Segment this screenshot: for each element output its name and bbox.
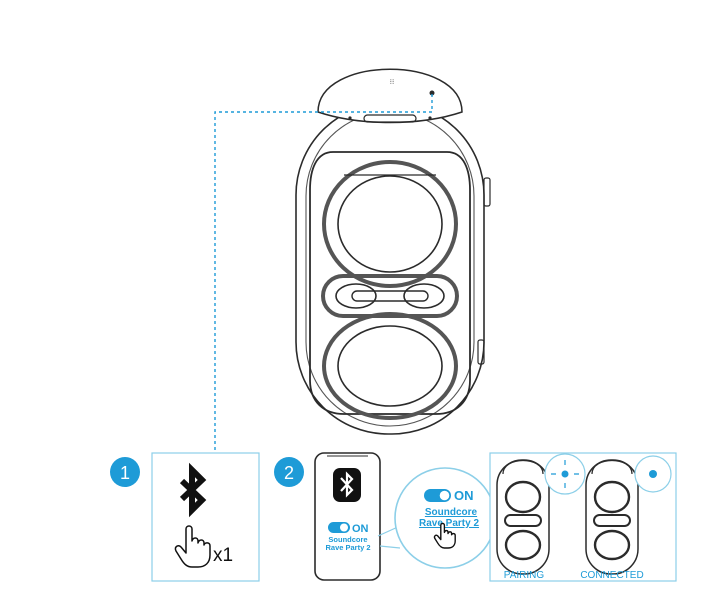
phone-device-name-line1: Soundcore (328, 535, 367, 544)
upper-woofer (322, 160, 458, 288)
pairing-speaker-illustration (496, 459, 550, 575)
step-1-count: x1 (213, 545, 233, 566)
indicator-panel: PAIRING CONNECTED (489, 452, 677, 582)
step-2: 2 ON Soundcore Rave Party 2 ON Soundcore… (274, 452, 496, 581)
phone-bluetooth-app-icon (333, 468, 361, 502)
blinking-led-icon (561, 470, 569, 478)
zoom-device-name-line1: Soundcore (425, 507, 478, 518)
svg-text:⁝⁝: ⁝⁝ (390, 79, 394, 86)
pairing-indicator-callout (544, 453, 586, 495)
zoom-device-name-line2: Rave Party 2 (419, 518, 479, 529)
phone-bluetooth-toggle (328, 522, 350, 533)
finger-tap-icon (174, 525, 211, 568)
connected-speaker-illustration (585, 459, 639, 575)
solid-led-icon (649, 470, 657, 478)
step-2-badge (274, 457, 304, 487)
bluetooth-icon (179, 462, 207, 518)
zoom-bluetooth-toggle (424, 489, 451, 502)
step-1: 1 x1 (110, 452, 260, 582)
zoom-toggle-on-label: ON (454, 488, 474, 503)
phone-outline (314, 452, 381, 581)
connected-label: CONNECTED (580, 570, 643, 581)
zoom-finger-tap-icon (433, 522, 456, 549)
handle-slot (363, 114, 417, 123)
speaker-grille (309, 151, 471, 415)
phone-toggle-on-label: ON (352, 523, 369, 535)
bluetooth-button-dot (429, 90, 435, 96)
step-2-number: 2 (284, 463, 294, 483)
lower-woofer (322, 312, 458, 420)
phone-device-name-line2: Rave Party 2 (325, 543, 370, 552)
leader-line (214, 94, 433, 453)
pairing-label: PAIRING (504, 570, 545, 581)
connected-indicator-callout (634, 455, 672, 493)
step-1-badge (110, 457, 140, 487)
speaker-illustration: ⁝⁝ (295, 68, 491, 435)
step-1-number: 1 (120, 463, 130, 483)
